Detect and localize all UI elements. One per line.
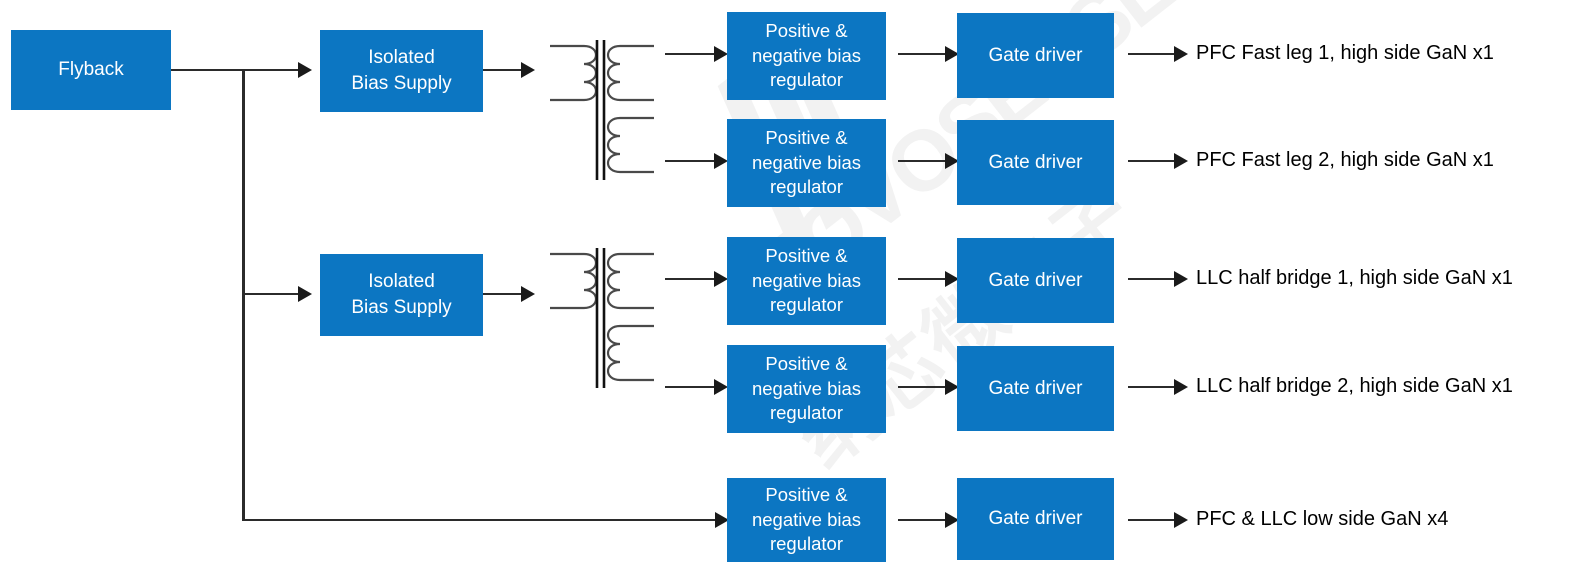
connector-regulator4-to-driver4 xyxy=(898,386,950,388)
gate-driver-block-4[interactable]: Gate driver xyxy=(957,346,1114,431)
output-label-1: PFC Fast leg 1, high side GaN x1 xyxy=(1196,42,1494,64)
regulator-block-5[interactable]: Positive & negative bias regulator xyxy=(727,478,886,562)
gate-driver-block-3[interactable]: Gate driver xyxy=(957,238,1114,323)
regulator-1-line3: regulator xyxy=(769,69,843,91)
arrowhead-bias1-to-transformer1 xyxy=(521,62,535,78)
regulator-block-3[interactable]: Positive & negative bias regulator xyxy=(727,237,886,325)
arrowhead-bias2-to-transformer2 xyxy=(521,286,535,302)
connector-driver5-to-output5 xyxy=(1128,519,1180,521)
regulator-block-1[interactable]: Positive & negative bias regulator xyxy=(727,12,886,100)
isolated-bias-supply-2-line2: Bias Supply xyxy=(351,297,452,318)
regulator-4-line2: negative bias xyxy=(751,377,862,399)
arrowhead-regulator1-to-driver1 xyxy=(945,46,959,62)
connector-regulator5-to-driver5 xyxy=(898,519,950,521)
connector-bias2-to-transformer2 xyxy=(483,293,525,295)
regulator-4-line1: Positive & xyxy=(765,352,848,374)
regulator-5-line1: Positive & xyxy=(765,483,848,505)
gate-driver-block-2[interactable]: Gate driver xyxy=(957,120,1114,205)
connector-transformer1-sec1-to-regulator-1 xyxy=(665,53,720,55)
output-label-3: LLC half bridge 1, high side GaN x1 xyxy=(1196,267,1513,289)
arrowhead-regulator3-to-driver3 xyxy=(945,271,959,287)
connector-bias1-to-transformer1 xyxy=(483,69,525,71)
regulator-5-line3: regulator xyxy=(769,533,843,555)
output-label-4: LLC half bridge 2, high side GaN x1 xyxy=(1196,375,1513,397)
flyback-block[interactable]: Flyback xyxy=(11,30,171,110)
arrowhead-driver3-to-output3 xyxy=(1174,271,1188,287)
isolated-bias-supply-1[interactable]: Isolated Bias Supply xyxy=(320,30,483,112)
gate-driver-5-label: Gate driver xyxy=(988,508,1083,530)
connector-regulator2-to-driver2 xyxy=(898,160,950,162)
arrowhead-transformer2-sec1-to-regulator-3 xyxy=(714,271,728,287)
connector-driver1-to-output1 xyxy=(1128,53,1180,55)
regulator-3-line1: Positive & xyxy=(765,244,848,266)
gate-driver-1-label: Gate driver xyxy=(988,44,1083,66)
isolated-bias-supply-1-line1: Isolated xyxy=(368,47,435,69)
arrowhead-driver2-to-output2 xyxy=(1174,153,1188,169)
regulator-2-line1: Positive & xyxy=(765,126,848,148)
isolated-bias-supply-2[interactable]: Isolated Bias Supply xyxy=(320,254,483,336)
gate-driver-block-5[interactable]: Gate driver xyxy=(957,478,1114,560)
arrowhead-bus-to-bias2 xyxy=(298,286,312,302)
connector-driver2-to-output2 xyxy=(1128,160,1180,162)
isolated-bias-supply-1-line2: Bias Supply xyxy=(351,73,452,94)
connector-driver3-to-output3 xyxy=(1128,278,1180,280)
isolated-bias-supply-2-line1: Isolated xyxy=(368,271,435,293)
regulator-2-line2: negative bias xyxy=(751,151,862,173)
gate-driver-4-label: Gate driver xyxy=(988,377,1083,399)
arrowhead-transformer1-sec1-to-regulator-1 xyxy=(714,46,728,62)
arrowhead-transformer2-sec2-to-regulator-4 xyxy=(714,379,728,395)
transformer-2 xyxy=(548,246,658,396)
regulator-2-line3: regulator xyxy=(769,176,843,198)
connector-transformer2-sec1-to-regulator-3 xyxy=(665,278,720,280)
regulator-1-line2: negative bias xyxy=(751,44,862,66)
connector-flyback-to-bias1 xyxy=(171,69,303,71)
regulator-3-line2: negative bias xyxy=(751,269,862,291)
connector-regulator1-to-driver1 xyxy=(898,53,950,55)
output-label-5: PFC & LLC low side GaN x4 xyxy=(1196,508,1449,530)
arrowhead-regulator2-to-driver2 xyxy=(945,153,959,169)
arrowhead-driver1-to-output1 xyxy=(1174,46,1188,62)
regulator-block-4[interactable]: Positive & negative bias regulator xyxy=(727,345,886,433)
regulator-1-line1: Positive & xyxy=(765,19,848,41)
arrowhead-driver5-to-output5 xyxy=(1174,512,1188,528)
regulator-block-2[interactable]: Positive & negative bias regulator xyxy=(727,119,886,207)
flyback-label: Flyback xyxy=(58,59,124,81)
connector-driver4-to-output4 xyxy=(1128,386,1180,388)
transformer-1 xyxy=(548,38,658,188)
connector-bus-to-regulator-5 xyxy=(242,519,722,521)
output-label-2: PFC Fast leg 2, high side GaN x1 xyxy=(1196,149,1494,171)
gate-driver-block-1[interactable]: Gate driver xyxy=(957,13,1114,98)
arrowhead-driver4-to-output4 xyxy=(1174,379,1188,395)
regulator-3-line3: regulator xyxy=(769,294,843,316)
connector-transformer1-sec2-to-regulator-2 xyxy=(665,160,720,162)
connector-bus-to-bias2 xyxy=(242,293,304,295)
regulator-4-line3: regulator xyxy=(769,402,843,424)
gate-driver-3-label: Gate driver xyxy=(988,269,1083,291)
arrowhead-regulator5-to-driver5 xyxy=(945,512,959,528)
arrowhead-bus-to-regulator-5 xyxy=(715,512,729,528)
connector-transformer2-sec2-to-regulator-4 xyxy=(665,386,720,388)
gate-driver-2-label: Gate driver xyxy=(988,151,1083,173)
arrowhead-transformer1-sec2-to-regulator-2 xyxy=(714,153,728,169)
regulator-5-line2: negative bias xyxy=(751,508,862,530)
arrowhead-flyback-to-bias1 xyxy=(298,62,312,78)
distribution-bus-line xyxy=(242,70,245,520)
connector-regulator3-to-driver3 xyxy=(898,278,950,280)
arrowhead-regulator4-to-driver4 xyxy=(945,379,959,395)
